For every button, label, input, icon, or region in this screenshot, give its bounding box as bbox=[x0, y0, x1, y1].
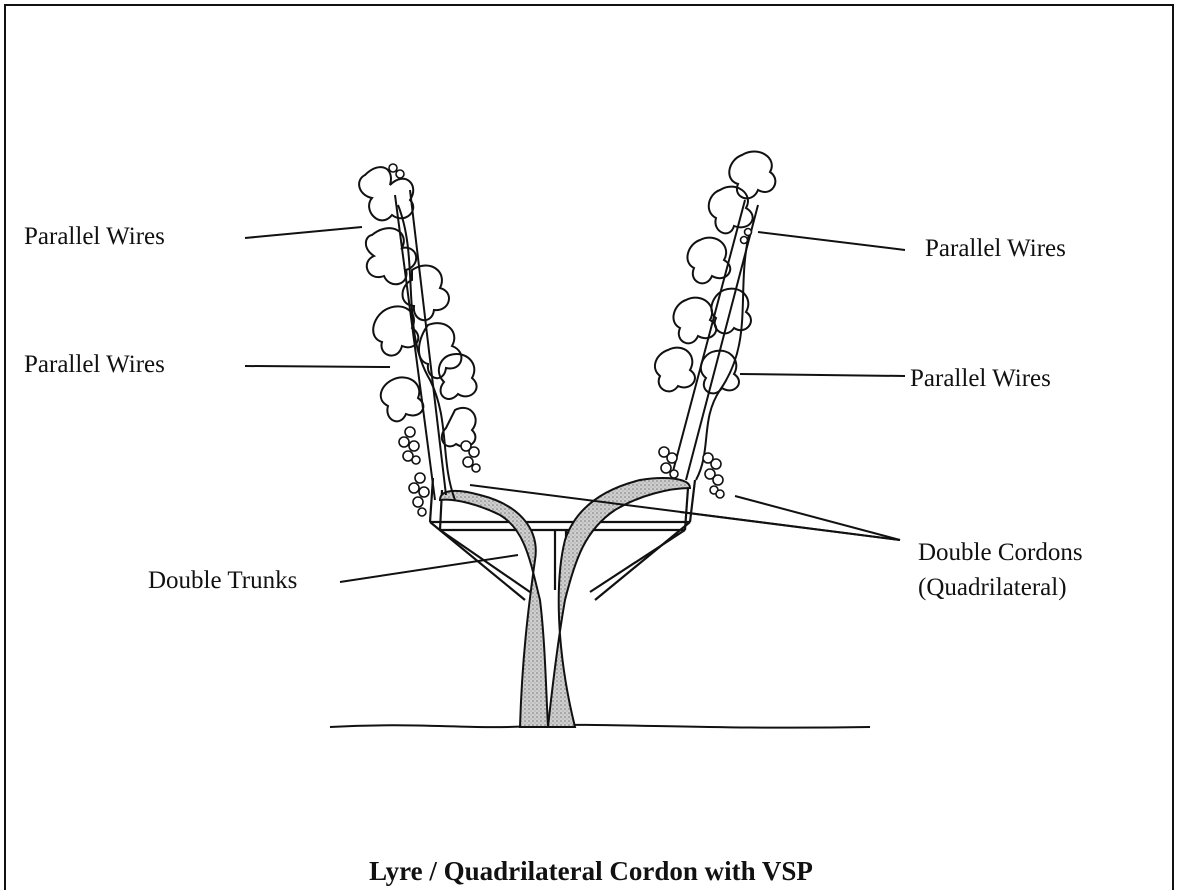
right-canopy bbox=[655, 151, 775, 480]
label-parallel-wires-lower-right: Parallel Wires bbox=[910, 366, 1051, 391]
leader-wires-upper-left bbox=[245, 227, 362, 238]
leader-trunks bbox=[340, 555, 518, 582]
label-quadrilateral: (Quadrilateral) bbox=[918, 575, 1067, 600]
label-parallel-wires-lower-left: Parallel Wires bbox=[24, 352, 165, 377]
label-parallel-wires-upper-left: Parallel Wires bbox=[24, 224, 165, 249]
leader-wires-upper-right bbox=[758, 232, 905, 250]
leader-wires-lower-left bbox=[245, 366, 390, 367]
label-double-cordons: Double Cordons bbox=[918, 540, 1083, 565]
right-grape-clusters bbox=[659, 229, 752, 499]
label-parallel-wires-upper-right: Parallel Wires bbox=[925, 236, 1066, 261]
label-double-trunks: Double Trunks bbox=[148, 568, 297, 593]
ground-line bbox=[330, 725, 870, 728]
figure-caption: Lyre / Quadrilateral Cordon with VSP bbox=[0, 858, 1182, 885]
leader-cordons-b bbox=[680, 512, 900, 540]
leader-cordons-c bbox=[735, 496, 900, 540]
double-trunks bbox=[440, 478, 690, 727]
leader-wires-lower-right bbox=[740, 374, 905, 376]
